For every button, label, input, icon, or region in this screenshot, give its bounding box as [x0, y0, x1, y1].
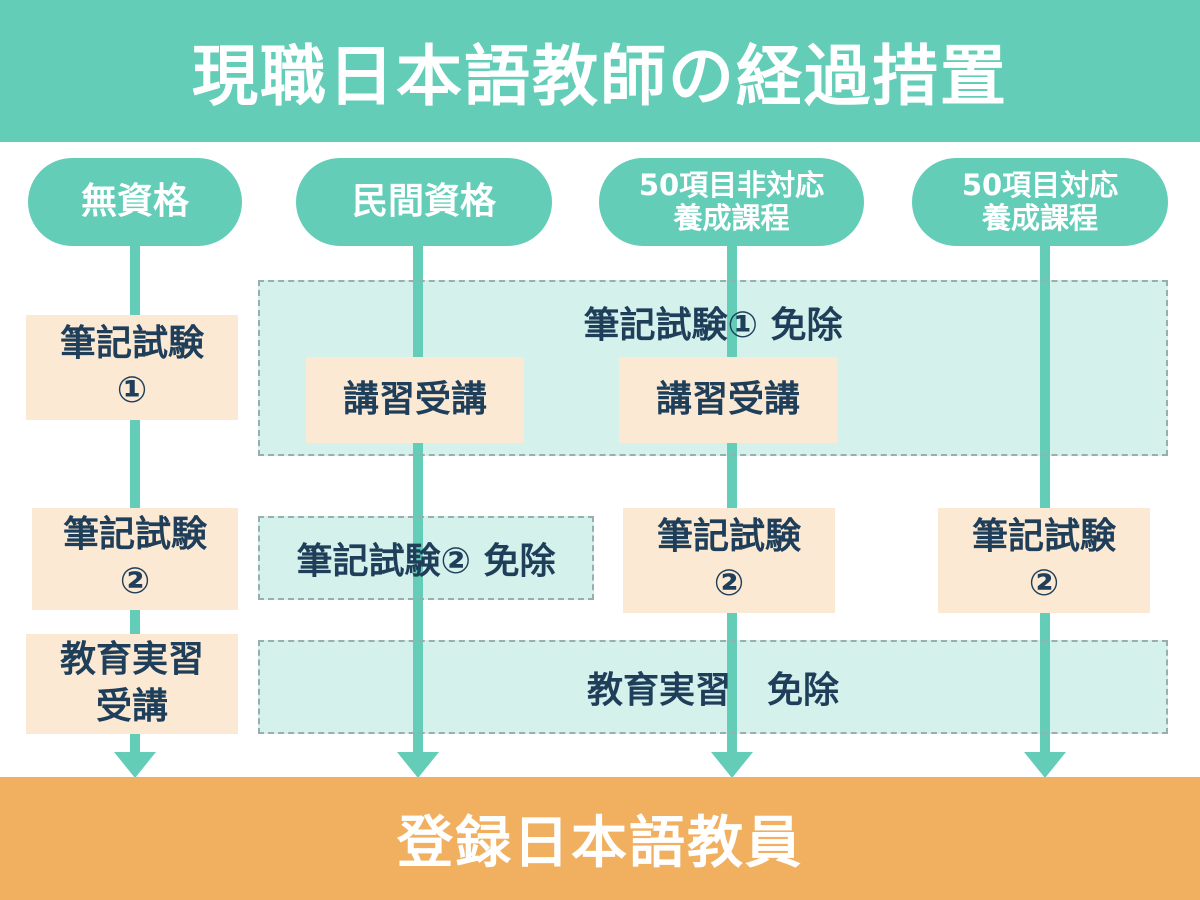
column-header-label-line1: 50項目対応	[961, 167, 1119, 202]
step-course-non-50: 講習受講	[619, 357, 837, 443]
result-bar: 登録日本語教員	[0, 777, 1200, 900]
step-practicum: 教育実習 受講	[26, 634, 238, 734]
step-label: 講習受講	[655, 378, 800, 420]
step-label-line1: 教育実習	[59, 639, 204, 681]
band-practicum-exempt: 教育実習 免除	[258, 640, 1168, 734]
arrowhead-col1	[114, 752, 156, 778]
arrowhead-col2	[397, 752, 439, 778]
column-header-label-line1: 50項目非対応	[638, 167, 825, 202]
flow-line-col4	[1040, 245, 1050, 760]
column-header-label-line2: 養成課程	[673, 201, 790, 235]
step-label-line2: 受講	[95, 686, 168, 727]
flow-line-col2	[413, 245, 423, 760]
step-exam2-50: 筆記試験 ②	[938, 508, 1150, 613]
column-header-private-qualification: 民間資格	[296, 158, 552, 246]
title-bar: 現職日本語教師の経過措置	[0, 0, 1200, 142]
column-header-non-50-item-course: 50項目非対応 養成課程	[599, 158, 864, 246]
step-label-line2: ②	[1028, 562, 1060, 604]
flow-line-col1	[130, 245, 140, 760]
step-label-line2: ②	[713, 562, 745, 604]
step-label-line1: 筆記試験	[62, 514, 207, 556]
band-exam2-exempt-label: 筆記試験② 免除	[296, 541, 556, 582]
step-label-line1: 筆記試験	[59, 322, 204, 364]
step-label-line2: ①	[116, 369, 148, 411]
step-exam1: 筆記試験 ①	[26, 315, 238, 420]
column-header-50-item-course: 50項目対応 養成課程	[912, 158, 1168, 246]
arrowhead-col3	[711, 752, 753, 778]
step-label: 講習受講	[342, 378, 487, 420]
step-exam2: 筆記試験 ②	[32, 508, 238, 610]
step-label-line1: 筆記試験	[656, 515, 801, 557]
flow-line-col3	[727, 245, 737, 760]
step-label-line1: 筆記試験	[971, 515, 1116, 557]
step-exam2-non-50: 筆記試験 ②	[623, 508, 835, 613]
result-label: 登録日本語教員	[397, 811, 803, 876]
column-header-label: 民間資格	[351, 181, 496, 223]
band-exam1-exempt-label: 筆記試験① 免除	[583, 305, 843, 346]
page-title: 現職日本語教師の経過措置	[192, 38, 1008, 115]
step-course-private: 講習受講	[306, 357, 524, 443]
step-label-line2: ②	[119, 561, 151, 602]
band-exam2-exempt: 筆記試験② 免除	[258, 516, 594, 600]
column-header-no-qualification: 無資格	[28, 158, 242, 246]
column-header-label-line2: 養成課程	[981, 201, 1098, 235]
band-practicum-exempt-label: 教育実習 免除	[586, 670, 839, 711]
column-header-label: 無資格	[80, 181, 189, 223]
arrowhead-col4	[1024, 752, 1066, 778]
